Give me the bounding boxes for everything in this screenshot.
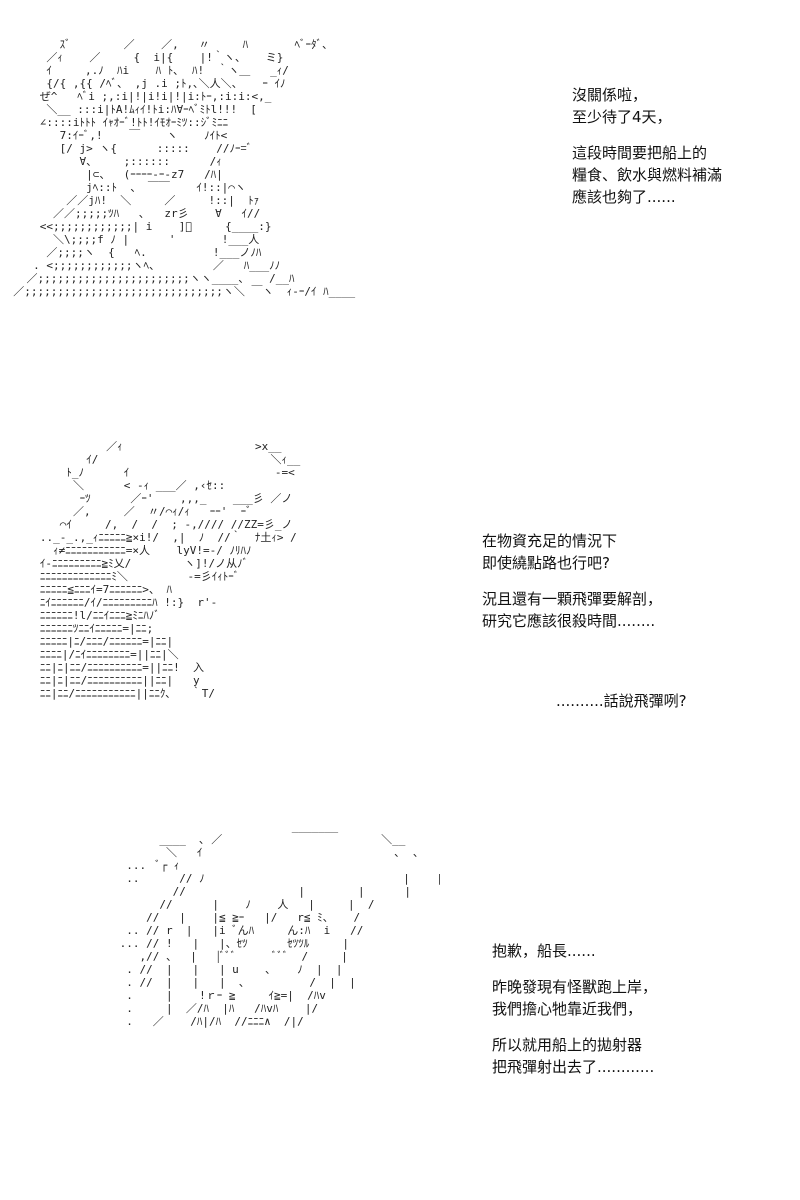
dialogue-line: 把飛彈射出去了............ (492, 1058, 655, 1076)
dialogue-line: 況且還有一顆飛彈要解剖， (482, 590, 663, 608)
dialogue-line: 沒關係啦， (572, 86, 648, 104)
dialogue-line: 在物資充足的情況下 (482, 532, 618, 550)
dialogue-line: 這段時間要把船上的 (572, 144, 708, 162)
dialogue-2-question: ..........話說飛彈咧? (556, 690, 687, 712)
ascii-art-captain: ｽﾞ ／ ／, 〃 ﾊ ﾍﾞｰﾀﾞ、 ／ｨ ／ { i|{ |!｀ヽ、 ミ} ｲ… (0, 38, 540, 410)
dialogue-line: 抱歉，船長...... (492, 942, 596, 960)
dialogue-2: 在物資充足的情況下 即使繞點路也行吧? 況且還有一顆飛彈要解剖， 研究它應該很殺… (482, 530, 662, 632)
ascii-art-thinking-text: ／ｨ >x__ ｲ/ ＼ｨ__ ﾄ_ﾉ ｲ -=< ＼ < -ｨ ___／ ,‹… (39, 440, 301, 700)
dialogue-line: 我們擔心牠靠近我們， (492, 1000, 643, 1018)
dialogue-line: 至少待了4天， (572, 108, 672, 126)
dialogue-line: 研究它應該很殺時間........ (482, 612, 656, 630)
ascii-art-crew-text: _______ ____ ､ ／ ＼__ ＼ ｲ ､ ､ ... ﾞ┌ ｨ ..… (119, 820, 440, 1028)
ascii-art-thinking: ／ｨ >x__ ｲ/ ＼ｨ__ ﾄ_ﾉ ｲ -=< ＼ < -ｨ ___／ ,‹… (20, 440, 460, 810)
dialogue-line: 所以就用船上的拋射器 (492, 1036, 643, 1054)
ascii-art-crew: _______ ____ ､ ／ ＼__ ＼ ｲ ､ ､ ... ﾞ┌ ｨ ..… (60, 820, 440, 1180)
dialogue-1: 沒關係啦， 至少待了4天， 這段時間要把船上的 糧食、飲水與燃料補滿 應該也夠了… (572, 84, 722, 208)
ascii-art-captain-text: ｽﾞ ／ ／, 〃 ﾊ ﾍﾞｰﾀﾞ、 ／ｨ ／ { i|{ |!｀ヽ、 ミ} ｲ… (13, 38, 356, 298)
dialogue-line: 即使繞點路也行吧? (482, 554, 610, 572)
dialogue-line: 應該也夠了...... (572, 188, 676, 206)
panel-3: _______ ____ ､ ／ ＼__ ＼ ｲ ､ ､ ... ﾞ┌ ｨ ..… (0, 820, 800, 1200)
dialogue-line: 昨晚發現有怪獸跑上岸， (492, 978, 658, 996)
dialogue-line: ..........話說飛彈咧? (556, 692, 687, 710)
panel-1: ｽﾞ ／ ／, 〃 ﾊ ﾍﾞｰﾀﾞ、 ／ｨ ／ { i|{ |!｀ヽ、 ミ} ｲ… (0, 0, 800, 410)
dialogue-line: 糧食、飲水與燃料補滿 (572, 166, 723, 184)
dialogue-3: 抱歉，船長...... 昨晚發現有怪獸跑上岸， 我們擔心牠靠近我們， 所以就用船… (492, 940, 657, 1078)
panel-2: ／ｨ >x__ ｲ/ ＼ｨ__ ﾄ_ﾉ ｲ -=< ＼ < -ｨ ___／ ,‹… (0, 410, 800, 820)
